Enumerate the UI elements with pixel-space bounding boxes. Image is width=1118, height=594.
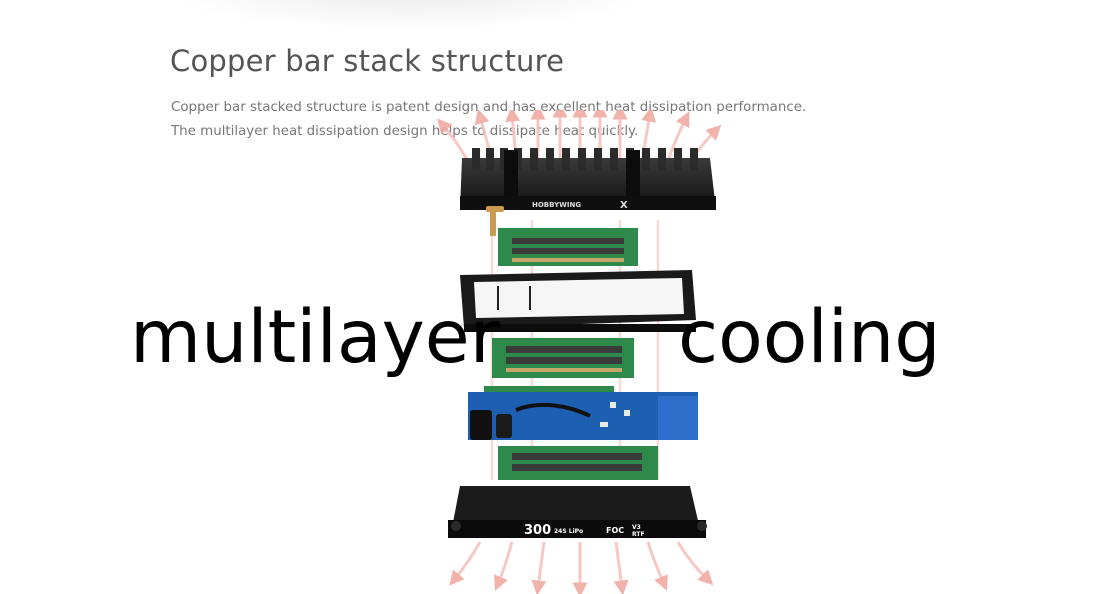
section-title: Copper bar stack structure [170, 44, 565, 78]
base-layer: 300 24S LiPo FOC V3 RTF [448, 486, 707, 538]
base-version-text: V3 [632, 524, 641, 531]
pcb-board-1 [498, 228, 638, 266]
heat-arrow [494, 541, 514, 591]
description-line-2: The multilayer heat dissipation design h… [171, 124, 639, 139]
pcb-board-2 [492, 338, 634, 378]
base-rtf-text: RTF [632, 531, 645, 538]
control-board-layer [468, 386, 698, 440]
esc-exploded-stack-illustration: HOBBYWING X [437, 110, 722, 594]
overlay-word-cooling: cooling [678, 295, 941, 380]
heat-arrow [646, 541, 668, 591]
heat-arrow [531, 541, 547, 594]
heat-arrow [613, 541, 629, 594]
base-spec-text: 24S LiPo [554, 528, 583, 535]
heatsink-layer: HOBBYWING X [460, 148, 716, 211]
pcb-board-3 [498, 446, 658, 480]
copper-pin [486, 206, 504, 236]
heatsink-mark-text: X [620, 200, 628, 211]
base-model-text: 300 [524, 523, 551, 538]
top-shadow-decoration [170, 0, 650, 30]
frame-layer [460, 270, 696, 332]
heatsink-brand-text: HOBBYWING [532, 201, 581, 209]
heat-arrow [676, 541, 714, 586]
overlay-word-multilayer: multilayer [130, 295, 500, 380]
heat-arrows-bottom [449, 541, 714, 594]
heat-arrow [449, 541, 482, 586]
base-foc-text: FOC [606, 526, 624, 535]
